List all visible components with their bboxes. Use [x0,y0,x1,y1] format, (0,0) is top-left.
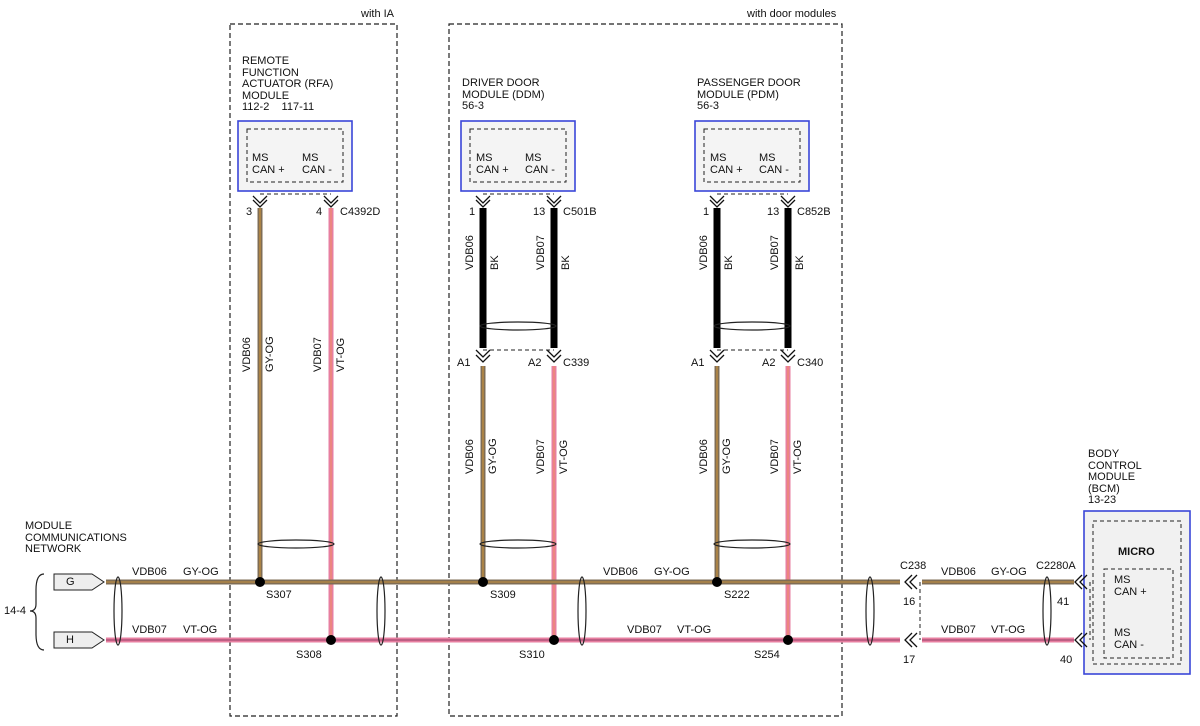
network-ref: 14-4 [4,605,27,617]
pdm-vdb06-color: GY-OG [721,438,733,474]
connector-c339: C339 [563,357,590,369]
pdm-vdb06-bk-circuit: VDB06 [698,235,710,270]
twisted-pair-markers [113,321,1052,646]
bcm-module-ref: 13-23 [1088,494,1117,506]
bus-label-color-a-left: GY-OG [183,566,219,578]
rfa-pin-4: 4 [316,206,323,218]
rfa-pin-can-minus: MS CAN - [302,152,332,176]
rfa-module-ref: 112-2 117-11 [242,101,315,113]
ddm-vdb06-circuit: VDB06 [464,439,476,474]
ddm-pin-can-minus: MS CAN - [525,152,555,176]
rfa-vt-og-label: VT-OG [335,337,347,372]
bus-label-circuit-b-right: VDB07 [941,624,976,636]
connector-c2280a: C2280A [1036,560,1076,572]
rfa-gy-og-label: GY-OG [264,336,276,372]
connector-c501b: C501B [563,206,597,218]
ddm-pin-1: 1 [469,206,476,218]
ddm-vdb07-bk-circuit: VDB07 [535,235,547,270]
bcm-pin-can-minus: MS CAN - [1114,627,1144,651]
c339-pin-a2: A2 [528,357,542,369]
network-brace [29,573,45,651]
pdm-pin-can-minus: MS CAN - [759,152,789,176]
ddm-vdb06-color: GY-OG [487,438,499,474]
ddm-vdb07-bk-color: BK [560,255,572,270]
pdm-module-ref: 56-3 [697,100,720,112]
ia-group-box [229,23,398,717]
bcm-pin-can-plus: MS CAN + [1114,574,1147,598]
splice-s310: S310 [519,649,545,661]
splice-s308: S308 [296,649,322,661]
ddm-vdb06-bk-circuit: VDB06 [464,235,476,270]
network-title: MODULE COMMUNICATIONS NETWORK [25,520,127,555]
rfa-pin-can-plus: MS CAN + [252,152,285,176]
bus-label-color-b-right: VT-OG [991,624,1026,636]
pdm-pin-can-plus: MS CAN + [710,152,743,176]
splice-s309: S309 [490,589,516,601]
c238-pin-16: 16 [903,596,916,608]
pdm-module-box [694,120,810,192]
bcm-module-title: BODY CONTROL MODULE (BCM) 13-23 [1088,448,1142,506]
door-modules-group-label: with door modules [747,8,837,20]
pdm-vdb07-circuit: VDB07 [769,439,781,474]
rfa-module-title: REMOTE FUNCTION ACTUATOR (RFA) MODULE 11… [242,55,334,113]
bus-label-circuit-b-mid: VDB07 [627,624,662,636]
ddm-pin-can-plus: MS CAN + [476,152,509,176]
c340-pin-a2: A2 [762,357,776,369]
splice-dots [255,577,793,645]
network-tag-h-label: H [66,634,74,646]
bcm-micro-label: MICRO [1118,546,1155,558]
ddm-vdb06-bk-color: BK [489,255,501,270]
ddm-module-title: DRIVER DOOR MODULE (DDM) 56-3 [462,77,545,112]
rfa-vdb06-label: VDB06 [241,337,253,372]
pdm-module-title: PASSENGER DOOR MODULE (PDM) 56-3 [697,77,801,112]
pdm-pin-1: 1 [703,206,710,218]
pdm-vdb07-bk-circuit: VDB07 [769,235,781,270]
pin-arrows [252,195,1088,648]
bcm-pin-40: 40 [1060,654,1073,666]
pdm-pin-13: 13 [767,206,780,218]
bcm-module-box [1083,510,1191,675]
rfa-module-box [237,120,353,192]
splice-s222: S222 [724,589,750,601]
bus-label-color-a-mid: GY-OG [654,566,690,578]
network-tag-h [53,631,105,649]
bus-label-color-b-mid: VT-OG [677,624,712,636]
ia-group-label: with IA [361,8,395,20]
connector-c4392d: C4392D [340,206,381,218]
connector-c852b: C852B [797,206,831,218]
connector-c340: C340 [797,357,824,369]
splice-s254: S254 [754,649,780,661]
rfa-pin-3: 3 [246,206,253,218]
ddm-vdb07-color: VT-OG [558,439,570,474]
bus-label-circuit-b-left: VDB07 [132,624,167,636]
pdm-vdb06-bk-color: BK [723,255,735,270]
ddm-module-ref: 56-3 [462,100,485,112]
bus-label-circuit-a-left: VDB06 [132,566,167,578]
c238-pin-17: 17 [903,654,916,666]
c340-pin-a1: A1 [691,357,705,369]
pdm-vdb07-color: VT-OG [792,439,804,474]
ddm-module-box [460,120,576,192]
bus-label-circuit-a-right: VDB06 [941,566,976,578]
connector-c238: C238 [900,560,927,572]
network-tag-g-label: G [66,576,75,588]
network-tag-g [53,573,105,591]
door-modules-group-box [448,23,843,717]
ddm-pin-13: 13 [533,206,546,218]
bcm-pin-41: 41 [1057,596,1070,608]
bus-label-color-a-right: GY-OG [991,566,1027,578]
rfa-vdb07-label: VDB07 [312,337,324,372]
bus-label-circuit-a-mid: VDB06 [603,566,638,578]
bus-label-color-b-left: VT-OG [183,624,218,636]
pdm-vdb07-bk-color: BK [794,255,806,270]
ddm-vdb07-circuit: VDB07 [535,439,547,474]
c339-pin-a1: A1 [457,357,471,369]
pdm-vdb06-circuit: VDB06 [698,439,710,474]
splice-s307: S307 [266,589,292,601]
